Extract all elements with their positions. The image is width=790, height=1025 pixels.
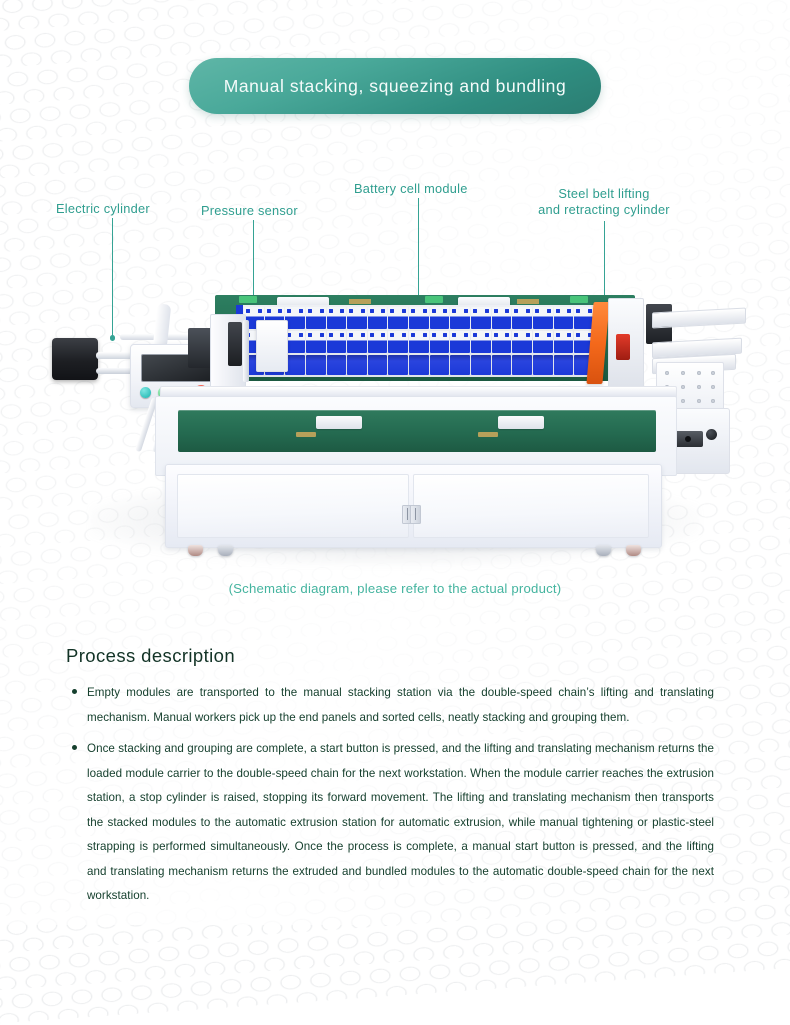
battery-cell bbox=[553, 355, 574, 375]
battery-cell bbox=[305, 307, 326, 329]
callout-battery-cell-module: Battery cell module bbox=[354, 181, 468, 196]
callout-pressure-sensor: Pressure sensor bbox=[201, 203, 298, 218]
board-tab bbox=[425, 296, 443, 303]
cabinet-door-right[interactable] bbox=[410, 474, 649, 538]
battery-cell bbox=[409, 307, 429, 329]
callout-steel-belt-line1: Steel belt lifting bbox=[558, 186, 650, 201]
battery-cell bbox=[429, 355, 450, 375]
battery-cell bbox=[471, 331, 491, 353]
callout-steel-belt-cylinder: Steel belt lifting and retracting cylind… bbox=[524, 186, 684, 218]
battery-cell bbox=[512, 331, 532, 353]
battery-cell bbox=[429, 307, 450, 329]
battery-cell-row bbox=[243, 307, 595, 329]
battery-cell bbox=[326, 331, 347, 353]
battery-cell bbox=[367, 331, 388, 353]
battery-cell bbox=[471, 355, 491, 375]
list-item: Empty modules are transported to the man… bbox=[66, 681, 714, 730]
battery-cell bbox=[512, 307, 532, 329]
retracting-cylinder-red-part bbox=[616, 334, 630, 360]
conveyor-clip bbox=[498, 416, 544, 429]
board-tab bbox=[570, 296, 588, 303]
battery-cell bbox=[532, 307, 553, 329]
pressure-sensor-body bbox=[256, 320, 288, 372]
battery-cell bbox=[367, 307, 388, 329]
battery-cell bbox=[553, 307, 574, 329]
battery-cell bbox=[347, 307, 367, 329]
battery-cell bbox=[347, 331, 367, 353]
cabinet-door-handle[interactable] bbox=[410, 504, 421, 524]
list-item: Once stacking and grouping are complete,… bbox=[66, 737, 714, 909]
battery-cell bbox=[532, 355, 553, 375]
board-tab bbox=[239, 296, 257, 303]
battery-cell bbox=[388, 355, 409, 375]
conveyor-clip bbox=[316, 416, 362, 429]
page-root: Manual stacking, squeezing and bundling … bbox=[0, 58, 790, 916]
battery-cell bbox=[285, 331, 305, 353]
battery-cell bbox=[532, 331, 553, 353]
pressure-sensor-dark-block bbox=[228, 322, 242, 366]
battery-cell bbox=[285, 355, 305, 375]
electric-cylinder-motor bbox=[52, 338, 98, 380]
process-item-text: Empty modules are transported to the man… bbox=[87, 686, 714, 724]
conveyor-gold-pad bbox=[296, 432, 316, 437]
battery-cell bbox=[326, 307, 347, 329]
battery-cell-row bbox=[243, 355, 595, 375]
battery-cell bbox=[305, 355, 326, 375]
process-description-list: Empty modules are transported to the man… bbox=[66, 681, 714, 916]
battery-cell-row bbox=[243, 331, 595, 353]
battery-cell-module bbox=[236, 305, 602, 377]
caster-wheel bbox=[188, 545, 203, 556]
process-description-title: Process description bbox=[66, 645, 236, 666]
hmi-button-cyan[interactable] bbox=[140, 386, 151, 398]
banner-container: Manual stacking, squeezing and bundling bbox=[0, 58, 790, 114]
callout-steel-belt-line2: and retracting cylinder bbox=[538, 202, 670, 217]
battery-cell bbox=[450, 355, 471, 375]
battery-cell bbox=[409, 355, 429, 375]
board-gold-pad bbox=[349, 299, 371, 304]
battery-cell bbox=[491, 307, 512, 329]
hmi-support-post bbox=[152, 303, 172, 349]
bullet-icon bbox=[72, 689, 77, 694]
pressure-sensor-rod bbox=[243, 320, 249, 382]
battery-cell bbox=[285, 307, 305, 329]
banner-title: Manual stacking, squeezing and bundling bbox=[223, 75, 567, 96]
diagram-caption: (Schematic diagram, please refer to the … bbox=[228, 581, 562, 596]
battery-cell bbox=[491, 331, 512, 353]
battery-cell bbox=[388, 331, 409, 353]
battery-cell bbox=[367, 355, 388, 375]
caster-wheel bbox=[218, 545, 233, 556]
caster-wheel bbox=[596, 545, 611, 556]
battery-cell bbox=[491, 355, 512, 375]
bullet-icon bbox=[72, 745, 77, 750]
battery-cell bbox=[305, 331, 326, 353]
round-fitting bbox=[706, 429, 717, 440]
caster-wheel bbox=[626, 545, 641, 556]
battery-cell bbox=[512, 355, 532, 375]
battery-cell bbox=[429, 331, 450, 353]
battery-cell bbox=[326, 355, 347, 375]
board-gold-pad bbox=[517, 299, 539, 304]
cabinet-door-left[interactable] bbox=[177, 474, 413, 538]
battery-cell bbox=[450, 331, 471, 353]
lower-conveyor-board bbox=[178, 410, 656, 452]
section-banner: Manual stacking, squeezing and bundling bbox=[189, 58, 601, 114]
battery-cell bbox=[347, 355, 367, 375]
battery-cell bbox=[471, 307, 491, 329]
battery-cell bbox=[409, 331, 429, 353]
battery-cell bbox=[388, 307, 409, 329]
battery-cell bbox=[450, 307, 471, 329]
machine-illustration bbox=[52, 276, 746, 576]
machine-cabinet bbox=[165, 464, 662, 556]
conveyor-gold-pad bbox=[478, 432, 498, 437]
battery-cell bbox=[553, 331, 574, 353]
callout-electric-cylinder: Electric cylinder bbox=[56, 201, 150, 216]
process-item-text: Once stacking and grouping are complete,… bbox=[87, 742, 714, 902]
